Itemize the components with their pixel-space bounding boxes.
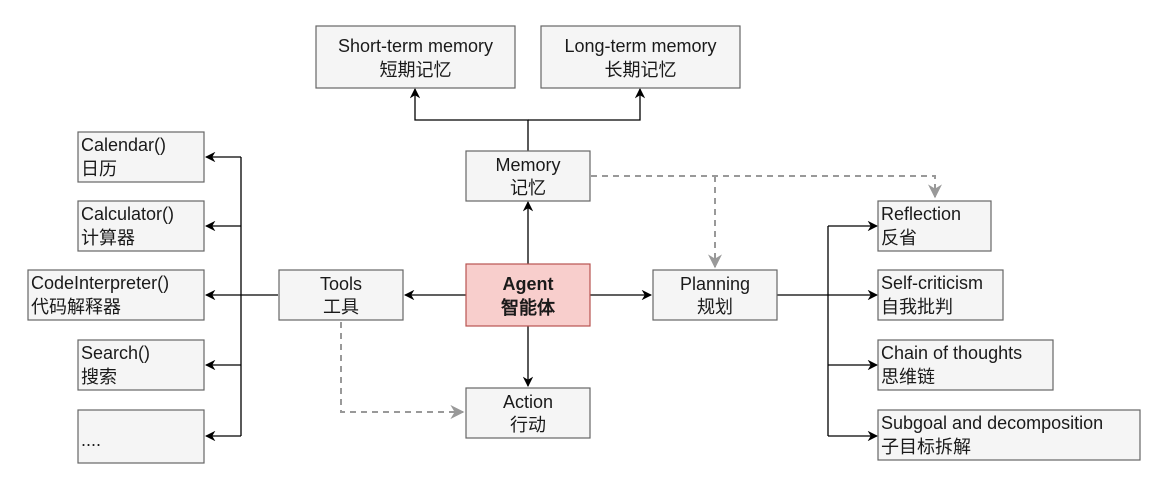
node-planning-label-zh: 规划 bbox=[697, 297, 733, 317]
node-search-label-en: Search() bbox=[81, 343, 150, 363]
node-code-interpreter: CodeInterpreter() 代码解释器 bbox=[27, 269, 205, 321]
edge-memory-to-reflection-dashed bbox=[591, 175, 942, 199]
node-tools-label-en: Tools bbox=[320, 274, 362, 294]
node-code-interpreter-label-en: CodeInterpreter() bbox=[31, 273, 169, 293]
node-planning-label-en: Planning bbox=[680, 274, 750, 294]
node-memory-label-zh: 记忆 bbox=[510, 178, 546, 198]
node-code-interpreter-label-zh: 代码解释器 bbox=[31, 297, 121, 317]
node-reflection-label-en: Reflection bbox=[881, 204, 961, 224]
node-long-term-memory-label-zh: 长期记忆 bbox=[605, 60, 677, 80]
node-short-term-memory: Short-term memory 短期记忆 bbox=[315, 25, 516, 89]
node-calculator-label-zh: 计算器 bbox=[81, 228, 135, 248]
edge-memory-to-short-term bbox=[409, 87, 529, 151]
node-calculator-label-en: Calculator() bbox=[81, 204, 174, 224]
edge-tools-bus bbox=[240, 157, 278, 436]
node-calendar-label-en: Calendar() bbox=[81, 135, 166, 155]
node-action-label-en: Action bbox=[503, 392, 553, 412]
node-more-tools-label: .... bbox=[81, 430, 101, 450]
node-memory: Memory 记忆 bbox=[465, 150, 591, 202]
node-action: Action 行动 bbox=[465, 387, 591, 439]
edge-memory-to-long-term bbox=[528, 87, 646, 121]
node-tools-label-zh: 工具 bbox=[323, 297, 359, 317]
node-short-term-memory-label-zh: 短期记忆 bbox=[380, 60, 452, 80]
node-search-label-zh: 搜索 bbox=[81, 367, 117, 387]
node-tools: Tools 工具 bbox=[278, 269, 404, 321]
node-chain-of-thoughts-label-en: Chain of thoughts bbox=[881, 343, 1022, 363]
node-long-term-memory-label-en: Long-term memory bbox=[564, 36, 716, 56]
node-search: Search() 搜索 bbox=[77, 339, 205, 391]
node-self-criticism-label-zh: 自我批判 bbox=[881, 297, 953, 317]
node-reflection-label-zh: 反省 bbox=[881, 228, 917, 248]
node-chain-of-thoughts: Chain of thoughts 思维链 bbox=[877, 339, 1054, 391]
node-agent-label-zh: 智能体 bbox=[501, 297, 556, 318]
node-subgoal-label-zh: 子目标拆解 bbox=[881, 437, 971, 457]
node-memory-label-en: Memory bbox=[495, 155, 560, 175]
node-chain-of-thoughts-label-zh: 思维链 bbox=[881, 367, 935, 387]
node-planning: Planning 规划 bbox=[652, 269, 778, 321]
node-agent: Agent 智能体 bbox=[465, 263, 591, 327]
node-subgoal: Subgoal and decomposition 子目标拆解 bbox=[877, 409, 1141, 461]
node-self-criticism-label-en: Self-criticism bbox=[881, 273, 983, 293]
node-long-term-memory: Long-term memory 长期记忆 bbox=[540, 25, 741, 89]
node-agent-label-en: Agent bbox=[503, 274, 554, 294]
edges bbox=[204, 87, 942, 442]
node-calendar-label-zh: 日历 bbox=[81, 159, 117, 179]
edge-planning-bus bbox=[777, 226, 829, 436]
node-more-tools: .... bbox=[77, 409, 205, 464]
node-self-criticism: Self-criticism 自我批判 bbox=[877, 269, 1004, 321]
node-calculator: Calculator() 计算器 bbox=[77, 200, 205, 252]
node-subgoal-label-en: Subgoal and decomposition bbox=[881, 413, 1103, 433]
node-calendar: Calendar() 日历 bbox=[77, 131, 205, 183]
node-reflection: Reflection 反省 bbox=[877, 200, 992, 252]
edge-tools-to-action-dashed bbox=[340, 322, 465, 419]
node-short-term-memory-label-en: Short-term memory bbox=[338, 36, 493, 56]
node-action-label-zh: 行动 bbox=[510, 415, 546, 435]
